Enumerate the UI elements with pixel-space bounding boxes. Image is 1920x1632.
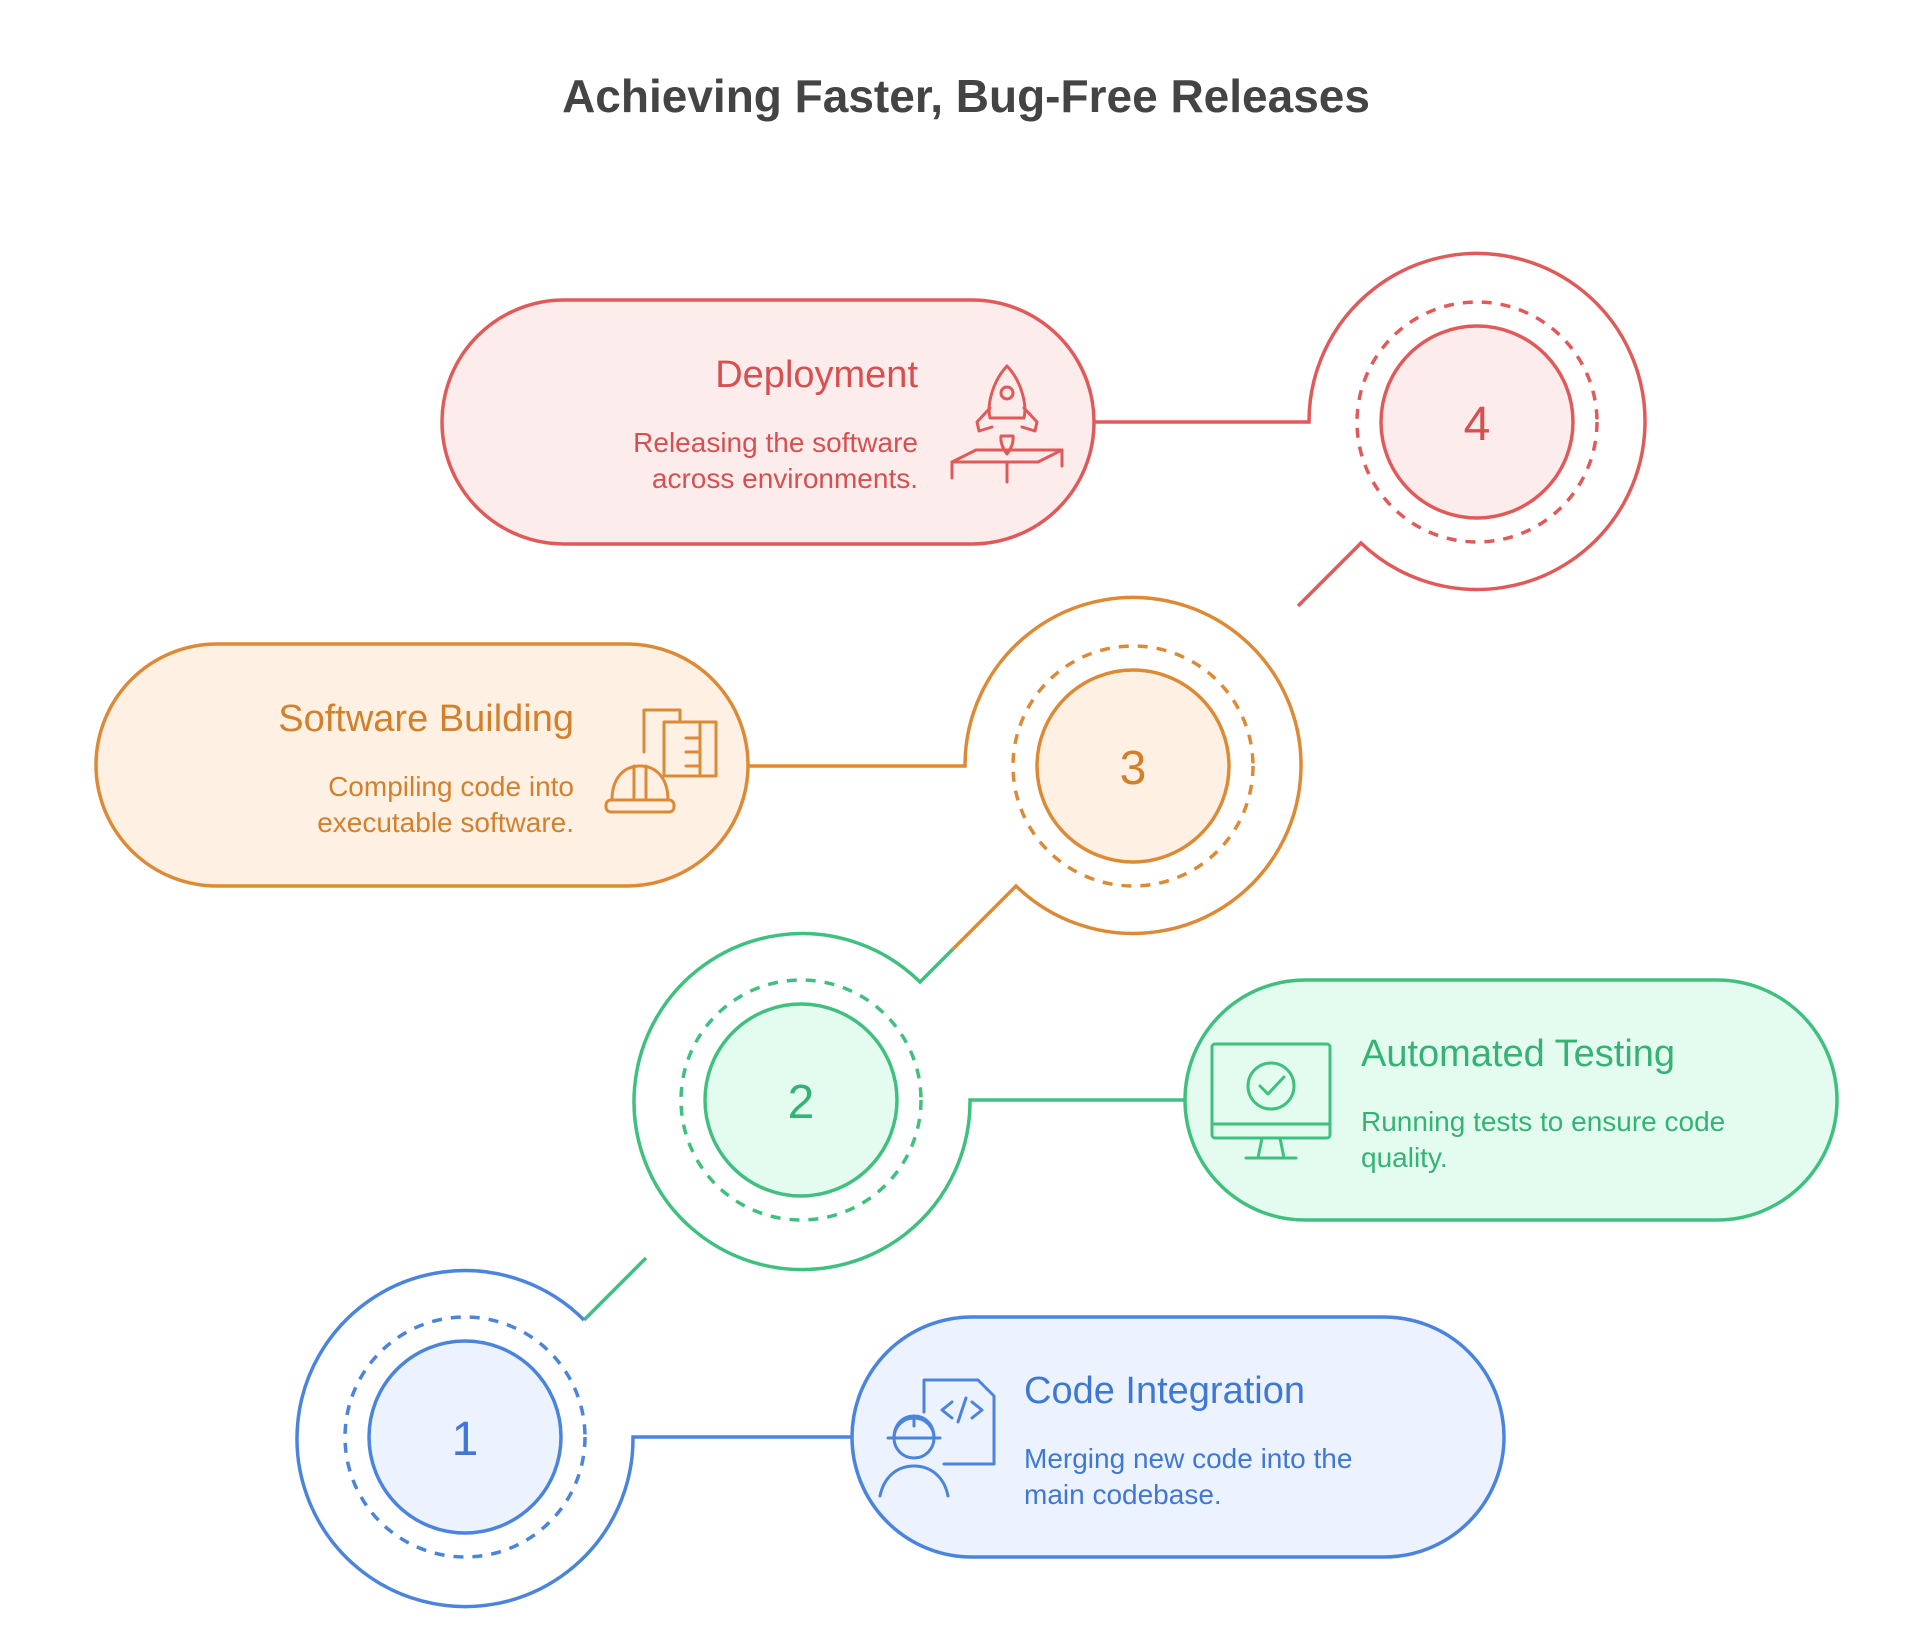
step-2-number: 2: [788, 1076, 815, 1129]
step-3-card: [94, 642, 750, 888]
step-1-heading: Code Integration: [1024, 1370, 1305, 1412]
step-1-inner-circle: [367, 1339, 563, 1535]
step-1-desc-line-1: Merging new code into the: [1024, 1443, 1352, 1474]
developer-code-icon: [878, 1378, 996, 1498]
step-4-heading: Deployment: [715, 354, 918, 396]
step-1-dashed-ring: [343, 1315, 587, 1559]
step-4-number: 4: [1464, 398, 1491, 451]
step-4-connector: [1094, 251, 1647, 608]
step-3-connector: [748, 595, 1303, 951]
step-3-desc-line-2: executable software.: [317, 807, 574, 838]
step-4: [440, 251, 1647, 608]
step-3-desc-line-1: Compiling code into: [328, 771, 574, 802]
step-1-number: 1: [452, 1413, 479, 1466]
step-2-dashed-ring: [679, 978, 923, 1222]
step-3-heading: Software Building: [278, 698, 574, 740]
step-4-card: [440, 298, 1096, 546]
rocket-launch-icon: [950, 364, 1064, 484]
step-2-connector: [632, 931, 1185, 1272]
step-2: [582, 931, 1839, 1322]
step-1-card: [850, 1315, 1506, 1559]
step-4-inner-circle: [1379, 324, 1575, 520]
step-3-inner-circle: [1035, 668, 1231, 864]
step-2-heading: Automated Testing: [1361, 1033, 1675, 1075]
step-2-connector-lower: [582, 1256, 648, 1322]
hardhat-building-icon: [604, 708, 718, 814]
step-3-number: 3: [1120, 742, 1147, 795]
step-1: [295, 1268, 1506, 1609]
step-2-desc-line-2: quality.: [1361, 1142, 1448, 1173]
step-1-connector: [295, 1268, 852, 1609]
step-2-inner-circle: [703, 1002, 899, 1198]
step-4-dashed-ring: [1355, 300, 1599, 544]
step-4-desc-line-2: across environments.: [652, 463, 918, 494]
diagram-title: Achieving Faster, Bug-Free Releases: [562, 70, 1370, 122]
monitor-check-icon: [1210, 1042, 1332, 1160]
step-4-desc-line-1: Releasing the software: [633, 427, 918, 458]
step-3-dashed-ring: [1011, 644, 1255, 888]
step-3: [94, 595, 1303, 951]
step-2-desc-line-1: Running tests to ensure code: [1361, 1106, 1725, 1137]
step-1-desc-line-2: main codebase.: [1024, 1479, 1222, 1510]
step-2-card: [1183, 978, 1839, 1222]
